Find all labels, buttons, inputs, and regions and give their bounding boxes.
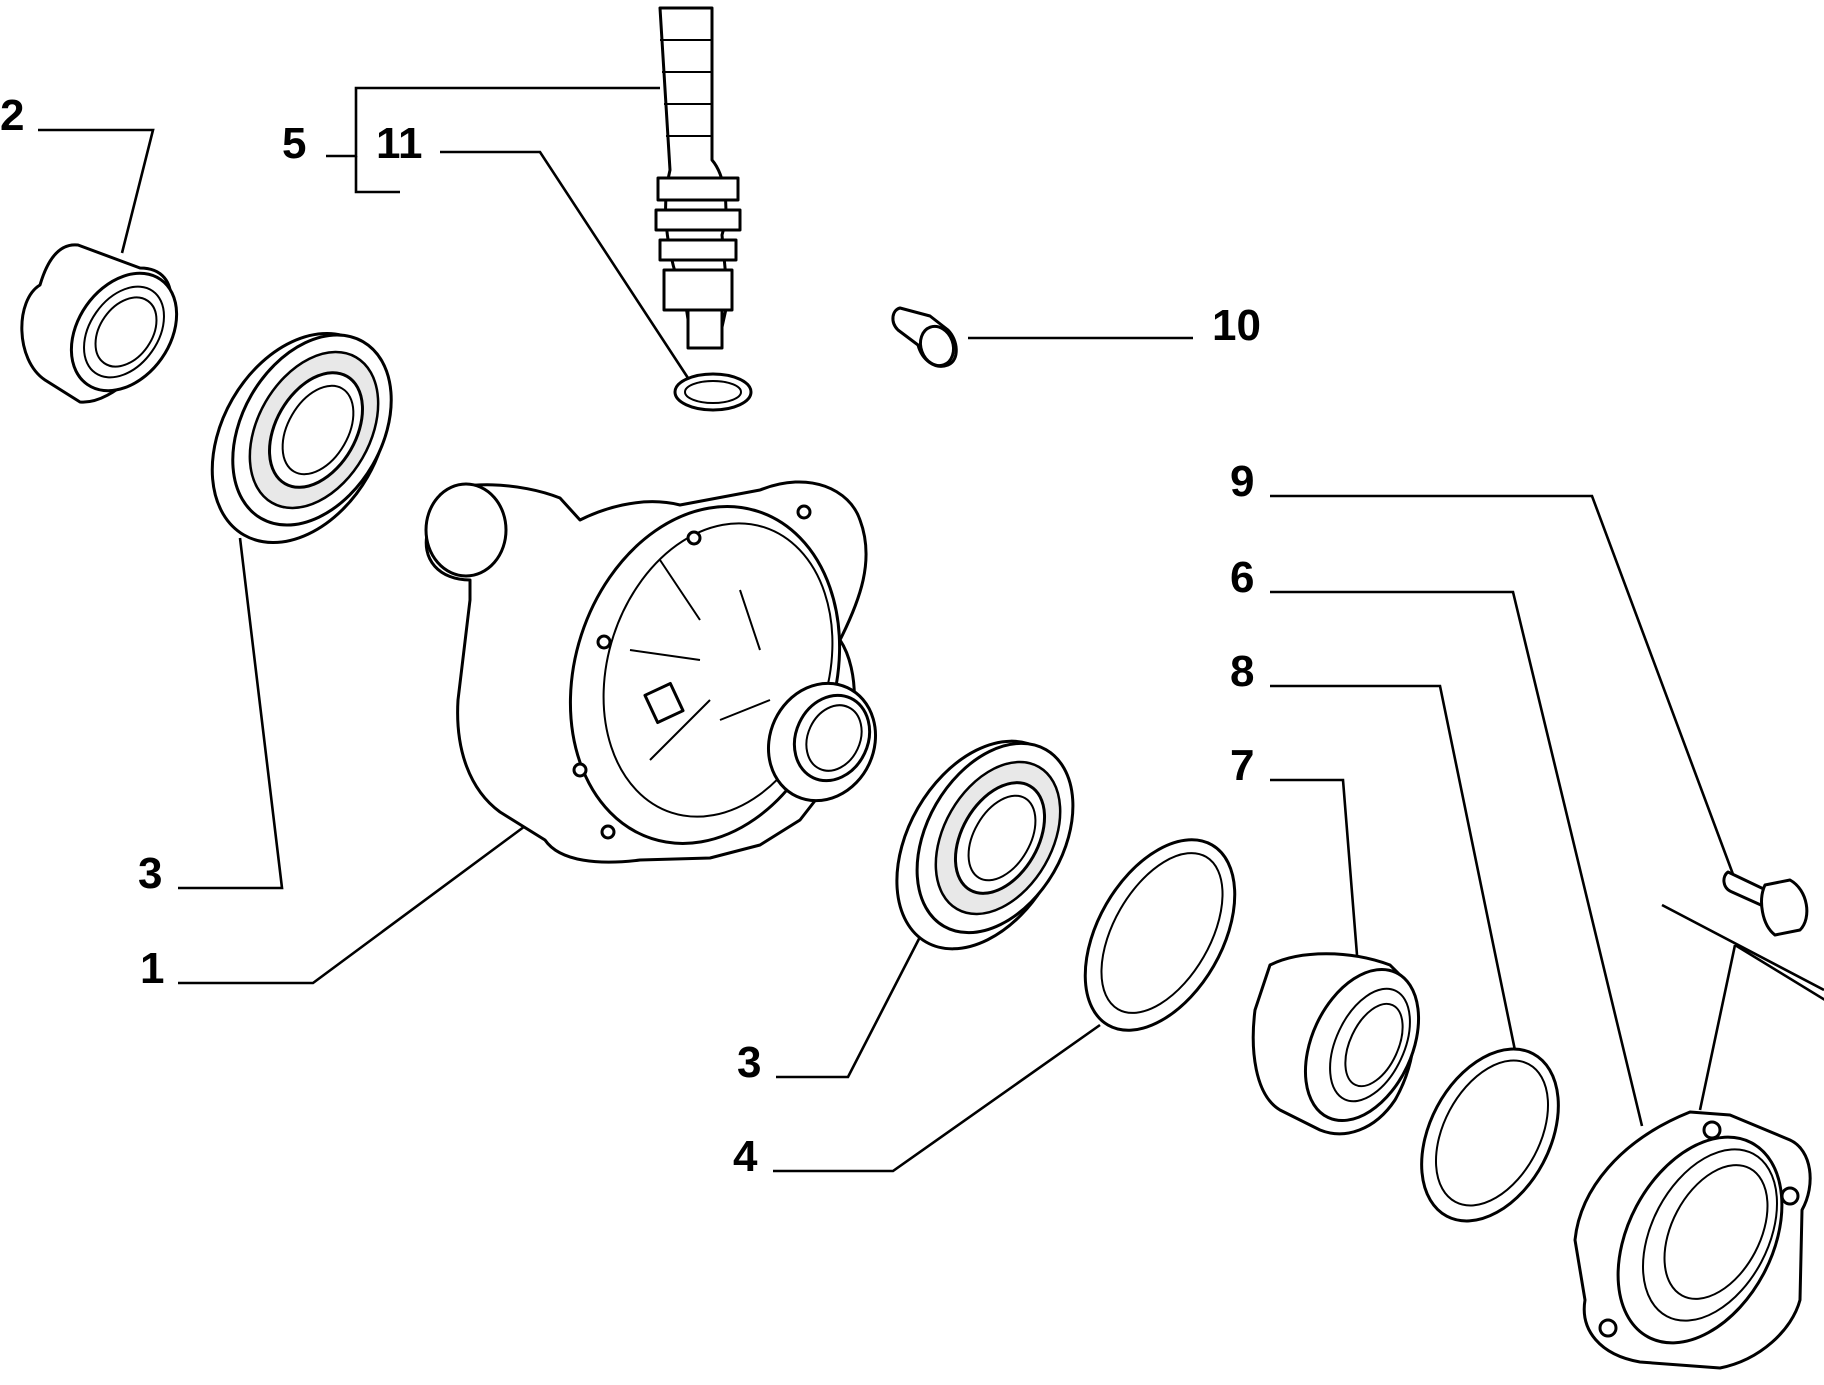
shaft-assembly-part-5 (654, 6, 742, 350)
callout-label-1: 1 (140, 944, 164, 993)
screw-part-10 (891, 306, 958, 368)
callout-label-3-left: 3 (138, 849, 162, 898)
callout-label-9: 9 (1230, 457, 1254, 506)
roller-bearing-part-3-left (210, 331, 393, 545)
bearing-cup-part-7 (1251, 952, 1421, 1136)
callout-label-10: 10 (1212, 301, 1261, 350)
callout-label-4: 4 (733, 1132, 758, 1181)
callout-label-8: 8 (1230, 647, 1254, 696)
callout-label-5: 5 (282, 119, 306, 168)
leader-lines (38, 86, 1824, 1173)
flange-cover-part-6 (1573, 1110, 1812, 1370)
callout-label-6: 6 (1230, 553, 1254, 602)
o-ring-part-11 (673, 372, 753, 412)
seal-ring-part-4 (1083, 838, 1237, 1032)
callout-label-2: 2 (0, 91, 24, 140)
shim-ring-part-8 (1420, 1047, 1560, 1223)
callout-label-7: 7 (1230, 741, 1254, 790)
callout-label-3-right: 3 (737, 1038, 761, 1087)
bolt-part-9 (1722, 870, 1809, 937)
callout-label-11: 11 (376, 119, 423, 168)
roller-bearing-part-3-right (895, 739, 1075, 951)
differential-housing-part-1 (424, 480, 878, 864)
callout-labels: 2 5 11 10 9 6 8 7 3 1 3 4 (0, 91, 1261, 1181)
bearing-cup-part-2 (20, 243, 179, 404)
